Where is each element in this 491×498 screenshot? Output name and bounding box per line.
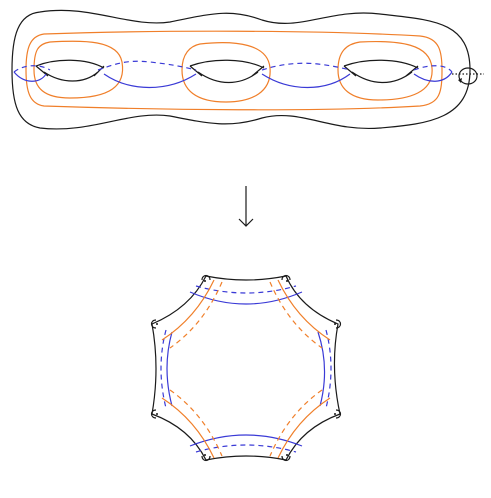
- corner-marker-1: [201, 274, 211, 282]
- blue-dashed-top: [195, 285, 297, 294]
- orange-handle-loop-left: [33, 40, 124, 99]
- rotation-arrow-icon: [458, 67, 478, 85]
- orange-arc-bottom-right: [277, 397, 331, 459]
- surface-outline: [11, 9, 471, 130]
- blue-spine-back: [13, 60, 453, 73]
- corner-marker-2: [281, 274, 291, 282]
- surface-hole-middle: [189, 59, 265, 83]
- genus-three-surface: [11, 9, 484, 130]
- blue-dashed-right: [325, 329, 332, 409]
- blue-arc-bottom: [189, 434, 303, 447]
- blue-dashed-left: [160, 329, 167, 409]
- corner-marker-4: [334, 409, 342, 419]
- orange-arc-top-left: [161, 279, 215, 341]
- blue-dashed-bottom: [195, 444, 297, 453]
- corner-marker-8: [150, 319, 158, 329]
- blue-spine-front: [13, 71, 453, 89]
- surface-hole-left: [35, 59, 105, 82]
- orange-arc-top-right: [277, 279, 331, 341]
- orange-handle-loop-right: [337, 40, 433, 101]
- down-arrow-icon: [238, 186, 254, 227]
- corner-marker-3: [334, 319, 342, 329]
- surface-hole-right: [343, 59, 419, 83]
- corner-marker-5: [281, 454, 291, 462]
- blue-arc-top: [189, 291, 303, 305]
- octagon-polygon: [150, 274, 342, 462]
- corner-marker-7: [150, 409, 158, 419]
- blue-arc-right: [317, 331, 326, 407]
- orange-outer-loop: [25, 30, 443, 111]
- orange-dashed-top-right: [269, 281, 323, 349]
- orange-dashed-bottom-left: [169, 389, 223, 457]
- corner-marker-6: [201, 454, 211, 462]
- orange-arc-bottom-left: [161, 397, 215, 459]
- orange-handle-loop-middle: [181, 42, 271, 103]
- orange-dashed-bottom-right: [269, 389, 323, 457]
- blue-arc-left: [166, 331, 173, 407]
- orange-dashed-top-left: [169, 281, 223, 349]
